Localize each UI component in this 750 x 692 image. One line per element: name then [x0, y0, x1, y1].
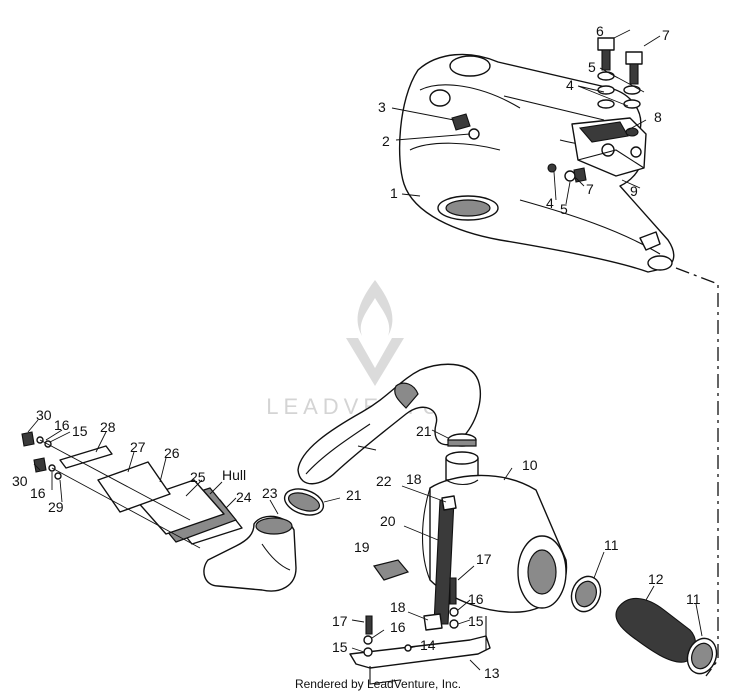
label-part-17: 17 — [476, 551, 492, 567]
label-part-15: 15 — [72, 423, 88, 439]
label-part-4: 4 — [546, 195, 554, 211]
part-7-bolt-top — [625, 51, 643, 85]
label-part-8: 8 — [654, 109, 662, 125]
label-part-10: 10 — [522, 457, 538, 473]
part-15-nut — [449, 619, 459, 629]
label-part-29: 29 — [48, 499, 64, 515]
part-15-nut — [363, 647, 373, 657]
label-part-30: 30 — [36, 407, 52, 423]
label-part-11: 11 — [604, 537, 619, 553]
flame-v-logo-icon — [346, 280, 404, 386]
part-2-fitting — [468, 128, 480, 140]
label-part-23: 23 — [262, 485, 278, 501]
part-5-washer — [623, 85, 641, 95]
render-credit: Rendered by LeadVenture, Inc. — [295, 677, 461, 691]
part-11-clamp — [686, 637, 718, 675]
label-part-11: 11 — [686, 591, 701, 607]
label-part-15: 15 — [332, 639, 348, 655]
label-part-13: 13 — [484, 665, 500, 681]
label-part-5: 5 — [560, 201, 568, 217]
part-23-elbow — [203, 515, 297, 592]
part-4-washer — [597, 99, 615, 109]
label-part-16: 16 — [54, 417, 70, 433]
part-11-clamp — [570, 575, 602, 613]
assembly-axis-line — [39, 439, 191, 521]
label-part-20: 20 — [380, 513, 396, 529]
label-part-5: 5 — [588, 59, 596, 75]
part-17-screw — [365, 615, 373, 635]
label-part-1: 1 — [390, 185, 398, 201]
part-12-coupler — [615, 597, 697, 663]
part-4-washer — [623, 99, 641, 109]
part-1-expansion-chamber — [398, 53, 675, 273]
label-part-3: 3 — [378, 99, 386, 115]
label-part-28: 28 — [100, 419, 116, 435]
part-21-clamp-left — [283, 488, 325, 516]
label-part-21: 21 — [416, 423, 432, 439]
label-part-18: 18 — [406, 471, 422, 487]
label-part-2: 2 — [382, 133, 390, 149]
label-part-12: 12 — [648, 571, 664, 587]
part-4-washer-lower — [547, 163, 557, 173]
part-5-washer — [597, 71, 615, 81]
part-5-washer-lower — [564, 170, 576, 182]
callout-numbers: 30 16 15 28 27 26 Hull 25 24 30 16 29 23… — [12, 23, 701, 681]
part-16-washer — [449, 607, 459, 617]
part-30-screw — [33, 457, 47, 473]
label-part-26: 26 — [164, 445, 180, 461]
label-part-9: 9 — [630, 183, 638, 199]
part-29-washer — [54, 472, 62, 480]
part-7-bolt-lower — [573, 167, 587, 183]
part-30-screw — [21, 431, 35, 447]
label-part-4: 4 — [566, 77, 574, 93]
label-part-18: 18 — [390, 599, 406, 615]
label-hull: Hull — [222, 467, 246, 483]
label-part-27: 27 — [130, 439, 146, 455]
part-8-grommet — [625, 127, 639, 137]
label-part-15: 15 — [468, 613, 484, 629]
label-part-19: 19 — [354, 539, 370, 555]
part-10-water-box — [421, 451, 568, 613]
label-part-22: 22 — [376, 473, 392, 489]
part-16-washer — [363, 635, 373, 645]
label-part-7: 7 — [586, 181, 594, 197]
assembly-axis-line — [51, 467, 201, 549]
part-6-bolt — [597, 37, 615, 71]
label-part-21: 21 — [346, 487, 362, 503]
part-17-screw — [449, 577, 457, 605]
part-4-washer — [597, 85, 615, 95]
label-part-17: 17 — [332, 613, 348, 629]
label-part-16: 16 — [390, 619, 406, 635]
part-18-strap-end — [423, 613, 443, 631]
part-13-base-bracket — [349, 616, 491, 685]
part-20-strap — [433, 495, 457, 625]
label-part-14: 14 — [420, 637, 436, 653]
hose-route-line — [675, 267, 719, 677]
label-part-24: 24 — [236, 489, 252, 505]
label-part-25: 25 — [190, 469, 206, 485]
part-19-pad — [372, 559, 410, 581]
part-3-spring — [451, 113, 471, 131]
part-21-clamp-top — [447, 433, 477, 447]
part-28-strip — [59, 445, 113, 469]
label-part-6: 6 — [596, 23, 604, 39]
leader-lines — [27, 29, 703, 671]
label-part-30: 30 — [12, 473, 28, 489]
label-part-16: 16 — [30, 485, 46, 501]
label-part-7: 7 — [662, 27, 670, 43]
label-part-16: 16 — [468, 591, 484, 607]
